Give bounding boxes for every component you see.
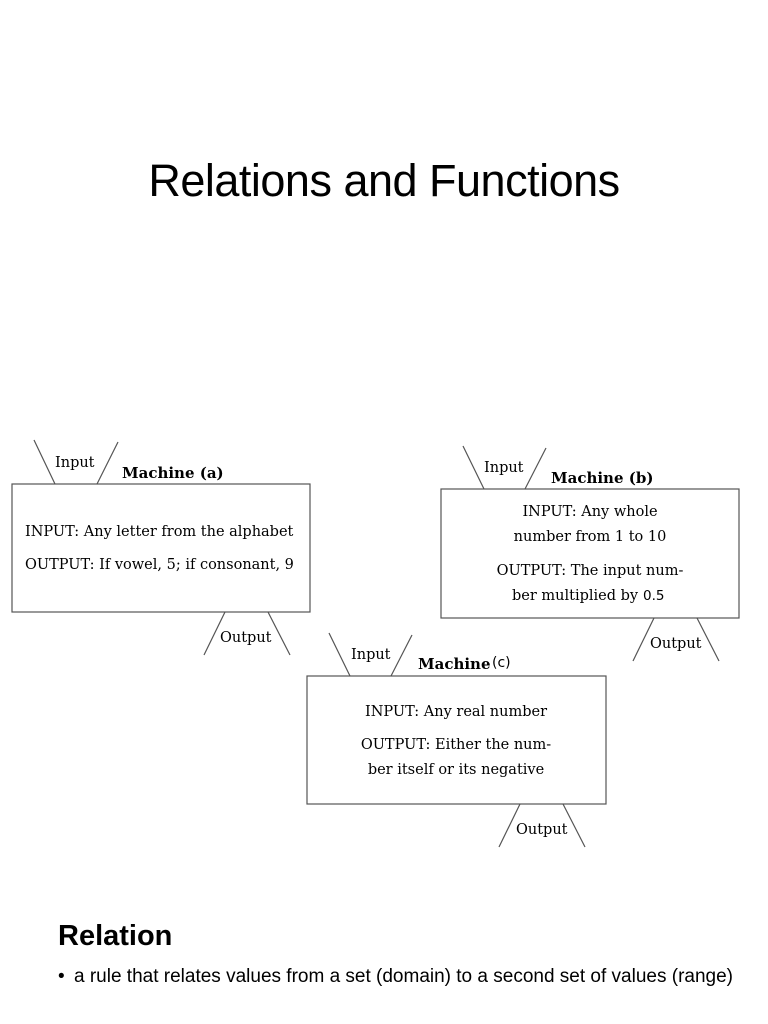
machine-b-input-label: Input [484, 460, 524, 476]
machine-c-line-3: ber itself or its negative [368, 762, 544, 778]
machine-c-output-label: Output [516, 822, 568, 838]
machine-b-output-label: Output [650, 636, 702, 652]
machine-b-input-funnel [462, 445, 547, 490]
machine-b-box [440, 488, 740, 619]
machine-b-multiplier: 0.5 [643, 588, 664, 604]
function-machines-diagram: Input Machine (a) INPUT: Any letter from… [11, 439, 740, 848]
machine-b-line-3: OUTPUT: The input num- [497, 563, 684, 579]
machine-a-label: Machine (a) [122, 464, 224, 482]
machine-c-output-funnel [498, 803, 586, 848]
machine-c-label-suffix: (c) [492, 655, 511, 671]
machine-a-line-2: OUTPUT: If vowel, 5; if consonant, 9 [25, 557, 294, 573]
machine-b-line-4: ber multiplied by [512, 588, 639, 604]
relation-bullet: • a rule that relates values from a set (… [58, 965, 764, 988]
machine-b-output-funnel [632, 617, 720, 662]
bullet-dot-icon: • [58, 966, 65, 987]
relation-bullet-text: a rule that relates values from a set (d… [74, 966, 733, 987]
machine-a-input-label: Input [55, 455, 95, 471]
machine-c-line-1: INPUT: Any real number [365, 704, 547, 720]
machine-a-box [11, 483, 311, 613]
machine-b-line-2: number from 1 to 10 [514, 529, 667, 545]
machine-c-label: Machine [418, 655, 491, 673]
machine-b-label: Machine (b) [551, 469, 653, 487]
slide-title: Relations and Functions [148, 155, 620, 206]
machine-a: Input Machine (a) INPUT: Any letter from… [11, 439, 311, 656]
machine-b-line-1: INPUT: Any whole [522, 504, 657, 520]
machine-c-input-label: Input [351, 647, 391, 663]
machine-a-output-label: Output [220, 630, 272, 646]
machine-c-line-2: OUTPUT: Either the num- [361, 737, 551, 753]
machine-b: Input Machine (b) INPUT: Any whole numbe… [440, 445, 740, 662]
relation-heading: Relation [58, 920, 173, 952]
machine-a-line-1: INPUT: Any letter from the alphabet [25, 524, 294, 540]
machine-c: Input Machine (c) INPUT: Any real number… [306, 632, 607, 848]
machine-a-output-funnel [203, 611, 291, 656]
machine-c-box [306, 675, 607, 805]
machine-c-input-funnel [328, 632, 413, 677]
machine-a-input-funnel [33, 439, 119, 485]
